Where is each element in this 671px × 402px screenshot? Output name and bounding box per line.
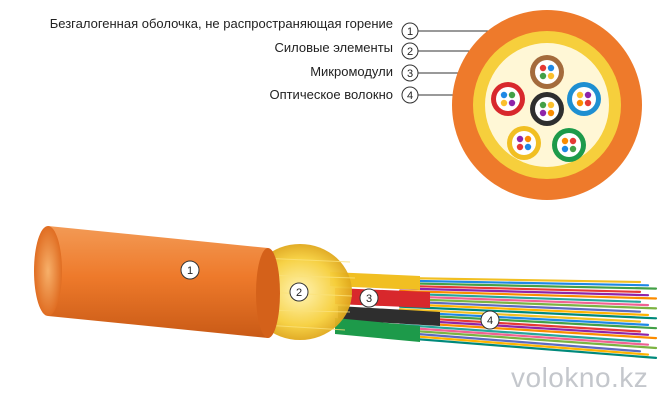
- legend-marker-3-text: 3: [407, 68, 413, 80]
- optical-fiber-strand: [398, 310, 650, 326]
- legend-marker-1: 1: [401, 22, 419, 40]
- micromodules-group: [491, 55, 601, 162]
- tube-green: [335, 318, 420, 342]
- fiber-dot: [576, 91, 584, 99]
- fiber-dot: [500, 91, 508, 99]
- cross-section: [452, 10, 642, 200]
- fiber-dot: [539, 72, 547, 80]
- fiber-dot: [524, 143, 532, 151]
- optical-fiber-strand: [398, 328, 658, 350]
- micromodule-1-bore: [535, 60, 559, 84]
- fiber-dot: [584, 99, 592, 107]
- legend-label-micromodules: Микромодули: [310, 64, 393, 79]
- fiber-dot: [539, 64, 547, 72]
- fiber-dot: [547, 101, 555, 109]
- micromodule-2-bore: [496, 87, 520, 111]
- micromodule-3-bore: [535, 97, 559, 121]
- fiber-dot: [508, 99, 516, 107]
- watermark: volokno.kz: [511, 362, 649, 393]
- fiber-dot: [547, 72, 555, 80]
- sheath-cut-edge: [256, 248, 280, 338]
- fiber-dot: [561, 137, 569, 145]
- legend-item-2: Силовые элементы: [0, 40, 393, 56]
- legend-label-optical-fiber: Оптическое волокно: [269, 87, 393, 102]
- cable-marker-3: 3: [359, 288, 379, 308]
- cable-marker-4-text: 4: [487, 315, 493, 327]
- fiber-dot: [508, 91, 516, 99]
- sheath-body: [48, 226, 268, 338]
- legend-marker-2: 2: [401, 42, 419, 60]
- legend-label-strength-members: Силовые элементы: [274, 40, 393, 55]
- legend-marker-3: 3: [401, 64, 419, 82]
- optical-fiber-strand: [398, 287, 650, 297]
- optical-fiber-strand: [398, 297, 658, 310]
- cable-marker-2-text: 2: [296, 287, 302, 299]
- fiber-dot: [500, 99, 508, 107]
- optical-fiber-strand: [398, 305, 658, 320]
- legend-item-3: Микромодули: [0, 64, 393, 80]
- legend-marker-4-text: 4: [407, 90, 413, 102]
- fiber-dot: [584, 91, 592, 99]
- fiber-dot: [539, 101, 547, 109]
- sheath-end-cap: [34, 226, 62, 316]
- optical-fiber-strand: [398, 334, 650, 356]
- cable-marker-1-text: 1: [187, 265, 193, 277]
- optical-fiber-strand: [398, 276, 642, 284]
- micromodule-5-bore: [512, 131, 536, 155]
- fiber-dot: [516, 143, 524, 151]
- optical-fiber-strand: [398, 321, 658, 340]
- legend-marker-1-text: 1: [407, 26, 413, 38]
- cable-marker-1: 1: [180, 260, 200, 280]
- optical-fiber-strand: [398, 284, 642, 293]
- cable-marker-2: 2: [289, 282, 309, 302]
- fiber-dot: [547, 64, 555, 72]
- micromodule-4-bore: [572, 87, 596, 111]
- legend-item-1: Безгалогенная оболочка, не распространяю…: [0, 16, 393, 32]
- optical-fiber-strand: [398, 336, 658, 359]
- fiber-dot: [569, 137, 577, 145]
- legend-marker-4: 4: [401, 86, 419, 104]
- optical-fiber-strand: [398, 282, 658, 290]
- optical-fiber-strand: [398, 323, 642, 343]
- cable-marker-4: 4: [480, 310, 500, 330]
- optical-fiber-strand: [398, 279, 650, 287]
- legend-markers: 1 2 3 4: [401, 22, 419, 104]
- optical-fiber-strand: [398, 300, 642, 313]
- fiber-dot: [516, 135, 524, 143]
- micromodule-tubes: [330, 272, 440, 342]
- fiber-dot: [569, 145, 577, 153]
- cable-marker-3-text: 3: [366, 293, 372, 305]
- optical-fiber-strand: [398, 302, 650, 317]
- optical-fiber-strand: [398, 331, 642, 353]
- fiber-dot: [539, 109, 547, 117]
- optical-fiber-strand: [398, 295, 650, 307]
- optical-fiber-strand: [398, 326, 650, 346]
- fiber-dot: [524, 135, 532, 143]
- micromodule-6-bore: [557, 133, 581, 157]
- legend-label-sheath: Безгалогенная оболочка, не распространяю…: [49, 16, 393, 31]
- cable-sheath: [34, 226, 280, 338]
- legend-marker-2-text: 2: [407, 46, 413, 58]
- fiber-dot: [547, 109, 555, 117]
- optical-fiber-strand: [398, 289, 658, 300]
- optical-fiber-strand: [398, 292, 642, 303]
- tube-yellow: [330, 272, 420, 290]
- optical-fiber-strand: [398, 313, 658, 330]
- optical-fiber-strand: [398, 318, 650, 336]
- optical-fiber-strand: [398, 308, 642, 323]
- fiber-dot: [576, 99, 584, 107]
- legend-item-4: Оптическое волокно: [0, 87, 393, 103]
- fiber-dot: [561, 145, 569, 153]
- tube-red: [335, 288, 430, 308]
